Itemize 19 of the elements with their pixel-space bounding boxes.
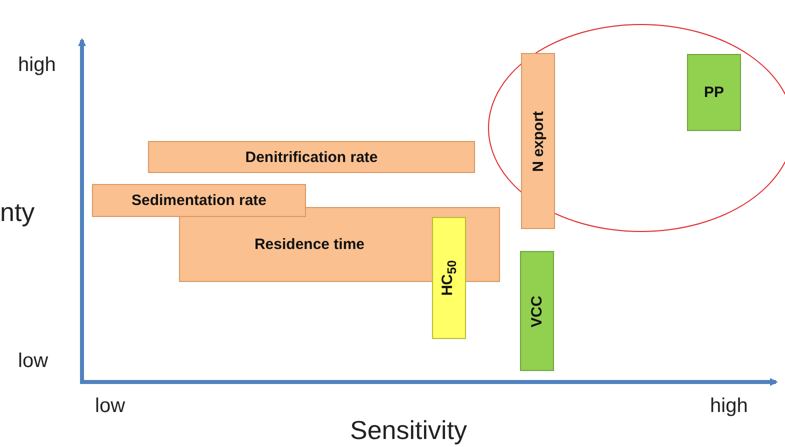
indicator-box bbox=[520, 251, 554, 371]
indicator-label: VCC bbox=[528, 295, 546, 327]
axis-tick-label: low bbox=[95, 395, 126, 418]
indicator-label: Sedimentation rate bbox=[131, 192, 267, 209]
indicator-label: Denitrification rate bbox=[245, 148, 378, 166]
axis-title: Sensitivity bbox=[350, 415, 468, 446]
axis-tick-label: high bbox=[18, 54, 56, 77]
axis-tick-label: low bbox=[18, 350, 48, 373]
axis-title: nty bbox=[0, 197, 35, 228]
highlight-ellipse bbox=[488, 24, 785, 232]
indicator-box bbox=[92, 184, 306, 217]
indicator-box bbox=[148, 141, 475, 173]
axis-tick-label: high bbox=[710, 395, 748, 418]
indicator-label: PP bbox=[704, 84, 724, 101]
indicator-box bbox=[521, 53, 555, 229]
indicator-box bbox=[687, 54, 741, 131]
indicator-label: N export bbox=[530, 110, 546, 172]
indicator-label: Residence time bbox=[254, 236, 365, 253]
indicator-box bbox=[432, 217, 466, 339]
